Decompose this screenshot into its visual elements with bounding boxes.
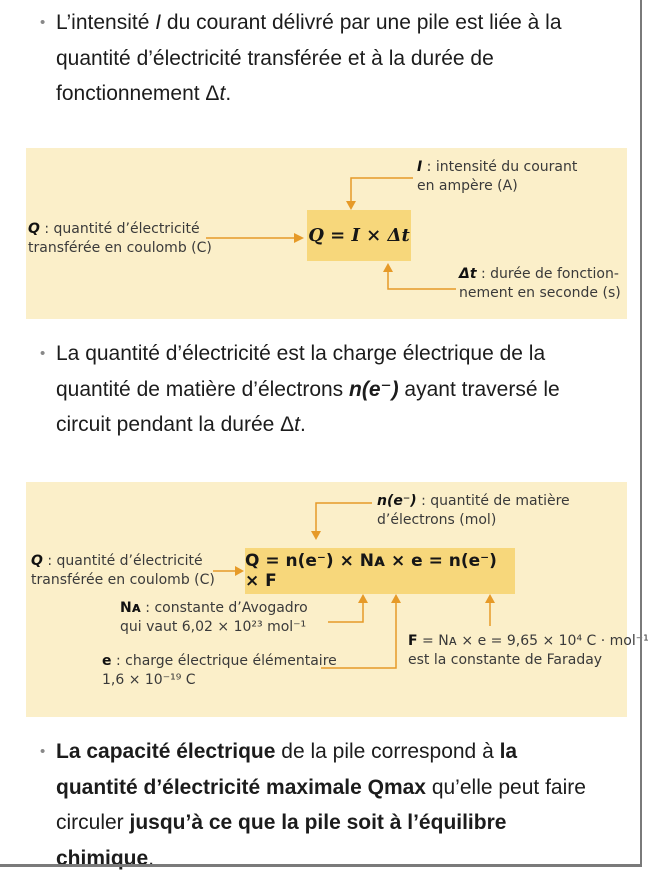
label-text: est la constante de Faraday <box>408 652 603 668</box>
frame-border-bottom <box>0 864 642 867</box>
symbol-t: t <box>294 413 301 436</box>
symbol-F: F <box>408 633 418 649</box>
text-bold: jusqu’à ce que la pile soit à l’équilibr… <box>56 811 507 870</box>
paragraph-capacity: • La capacité électrique de la pile corr… <box>40 734 600 876</box>
text-segment: L’intensité <box>56 11 156 34</box>
formula-charge-intensity: Q = I × Δt <box>307 210 411 261</box>
text-segment: de la pile correspond à <box>275 740 500 763</box>
symbol-I: I <box>417 159 423 175</box>
text-segment: . <box>148 846 155 870</box>
paragraph-intensity-text: L’intensité I du courant délivré par une… <box>56 5 600 112</box>
frame-border-right <box>640 0 642 867</box>
label-duration: Δt : durée de fonction- nement en second… <box>459 265 621 303</box>
symbol-n-electrons: n(e⁻) <box>349 377 399 401</box>
label-text: = Nᴀ × e = 9,65 × 10⁴ C · mol⁻¹ <box>417 633 649 649</box>
label-electron-amount: n(e⁻) : quantité de matière d’électrons … <box>377 492 570 530</box>
paragraph-quantity: • La quantité d’électricité est la charg… <box>40 336 600 443</box>
label-text: : intensité du courant <box>422 159 578 175</box>
label-text: : quantité d’électricité <box>42 553 203 569</box>
label-text: : quantité de matière <box>416 493 570 509</box>
bullet-icon: • <box>40 14 46 31</box>
label-text: 1,6 × 10⁻¹⁹ C <box>102 672 196 688</box>
label-text: transférée en coulomb (C) <box>28 240 212 256</box>
formula-box-charge-faraday: Q = n(e⁻) × Nᴀ × e = n(e⁻) × F Q : quant… <box>26 482 649 717</box>
label-charge: Q : quantité d’électricité transférée en… <box>31 552 215 590</box>
label-text: : constante d’Avogadro <box>140 600 308 616</box>
paragraph-intensity: • L’intensité I du courant délivré par u… <box>40 5 600 112</box>
symbol-I: I <box>155 11 162 34</box>
paragraph-capacity-text: La capacité électrique de la pile corres… <box>56 734 600 876</box>
label-text: nement en seconde (s) <box>459 285 621 301</box>
text-bold: La capacité électrique <box>56 740 276 763</box>
text-segment: La quantité d’électricité est la charge … <box>56 342 546 401</box>
paragraph-quantity-text: La quantité d’électricité est la charge … <box>56 336 600 443</box>
arrow-icon <box>213 502 495 669</box>
label-text: en ampère (A) <box>417 178 518 194</box>
formula-charge-faraday: Q = n(e⁻) × Nᴀ × e = n(e⁻) × F <box>245 548 515 594</box>
label-faraday: F = Nᴀ × e = 9,65 × 10⁴ C · mol⁻¹ est la… <box>408 632 649 670</box>
symbol-n-electrons: n(e⁻) <box>377 493 417 509</box>
arrow-icon <box>206 177 456 290</box>
symbol-delta-t: Δt <box>459 266 477 282</box>
text-segment: ayant traversé le circuit pendant la dur… <box>56 377 560 437</box>
label-text: d’électrons (mol) <box>377 512 497 528</box>
label-text: : charge électrique élémentaire <box>111 653 337 669</box>
label-text: qui vaut 6,02 × 10²³ mol⁻¹ <box>120 619 307 635</box>
symbol-e: e <box>102 653 112 669</box>
symbol-Q: Q <box>28 221 40 237</box>
text-bold: la quantité d’électricité maximale Qmax <box>56 740 518 799</box>
symbol-Q: Q <box>31 553 43 569</box>
bullet-icon: • <box>40 345 46 362</box>
bullet-icon: • <box>40 743 46 760</box>
text-segment: du courant délivré par une pile est liée… <box>56 11 562 105</box>
label-text: : quantité d’électricité <box>39 221 200 237</box>
label-text: transférée en coulomb (C) <box>31 572 215 588</box>
formula-box-charge-intensity: Q = I × Δt Q : quantité d’électricité tr… <box>26 148 627 319</box>
label-elementary-charge: e : charge électrique élémentaire 1,6 × … <box>102 652 337 690</box>
symbol-NA: Nᴀ <box>120 600 141 616</box>
label-text: : durée de fonction- <box>476 266 619 282</box>
label-avogadro: Nᴀ : constante d’Avogadro qui vaut 6,02 … <box>120 599 308 637</box>
text-segment: . <box>225 82 232 105</box>
symbol-t: t <box>219 82 226 105</box>
label-charge: Q : quantité d’électricité transférée en… <box>28 220 212 258</box>
text-segment: qu’elle peut faire circuler <box>56 775 586 835</box>
label-intensity: I : intensité du courant en ampère (A) <box>417 158 577 196</box>
text-segment: . <box>300 413 306 436</box>
